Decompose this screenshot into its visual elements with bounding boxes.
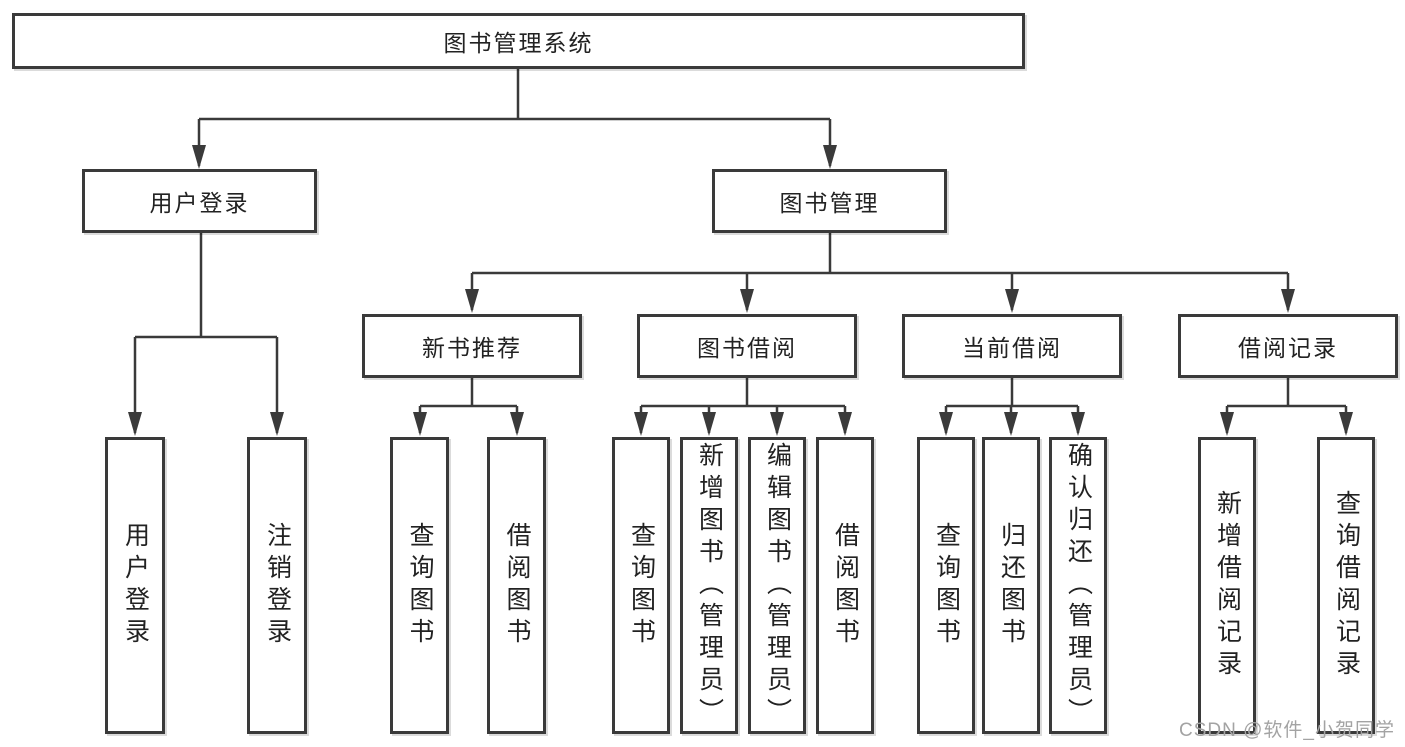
csdn-watermark: CSDN @软件_小贺同学 — [1179, 720, 1395, 741]
leaf-borrow-query-books: 查询图书 — [612, 437, 670, 734]
node-borrowing-records: 借阅记录 — [1178, 314, 1398, 378]
node-current-borrowing: 当前借阅 — [902, 314, 1122, 378]
leaf-borrow-add-books-admin: 新增图书（管理员） — [680, 437, 738, 734]
leaf-recommend-query-books: 查询图书 — [390, 437, 449, 734]
node-label: 确认归还（管理员） — [1064, 441, 1093, 730]
tree-branch-lines — [128, 69, 1353, 436]
leaf-user-login: 用户登录 — [105, 437, 165, 734]
node-label: 用户登录 — [121, 521, 150, 650]
leaf-current-confirm-return-admin: 确认归还（管理员） — [1049, 437, 1107, 734]
leaf-current-query-books: 查询图书 — [917, 437, 975, 734]
node-user-login: 用户登录 — [82, 169, 317, 233]
node-label: 归还图书 — [997, 521, 1026, 650]
node-label: 查询图书 — [406, 521, 434, 650]
leaf-borrow-edit-books-admin: 编辑图书（管理员） — [748, 437, 806, 734]
node-new-book-recommend: 新书推荐 — [362, 314, 582, 378]
leaf-borrow-borrow-books: 借阅图书 — [816, 437, 874, 734]
leaf-recommend-borrow-books: 借阅图书 — [487, 437, 546, 734]
leaf-records-query-borrow-record: 查询借阅记录 — [1317, 437, 1375, 734]
node-label: 借阅图书 — [503, 521, 531, 650]
node-label: 借阅记录 — [1238, 335, 1338, 361]
node-label: 借阅图书 — [831, 521, 860, 650]
leaf-current-return-books: 归还图书 — [982, 437, 1040, 734]
node-label: 注销登录 — [263, 521, 292, 650]
node-library-management-system: 图书管理系统 — [12, 13, 1025, 69]
node-book-borrowing: 图书借阅 — [637, 314, 857, 378]
node-label: 图书管理 — [779, 190, 880, 216]
leaf-logout: 注销登录 — [247, 437, 307, 734]
node-label: 图书借阅 — [697, 335, 797, 361]
node-book-management: 图书管理 — [712, 169, 947, 233]
leaf-records-add-borrow-record: 新增借阅记录 — [1198, 437, 1256, 734]
node-label: 新增借阅记录 — [1213, 489, 1242, 682]
node-label: 查询借阅记录 — [1332, 489, 1361, 682]
node-label: 图书管理系统 — [443, 30, 594, 56]
node-label: 用户登录 — [149, 190, 250, 216]
node-label: 编辑图书（管理员） — [763, 441, 792, 730]
node-label: 新增图书（管理员） — [695, 441, 724, 730]
node-label: 查询图书 — [627, 521, 656, 650]
node-label: 新书推荐 — [422, 335, 522, 361]
node-label: 查询图书 — [932, 521, 961, 650]
node-label: 当前借阅 — [962, 335, 1062, 361]
